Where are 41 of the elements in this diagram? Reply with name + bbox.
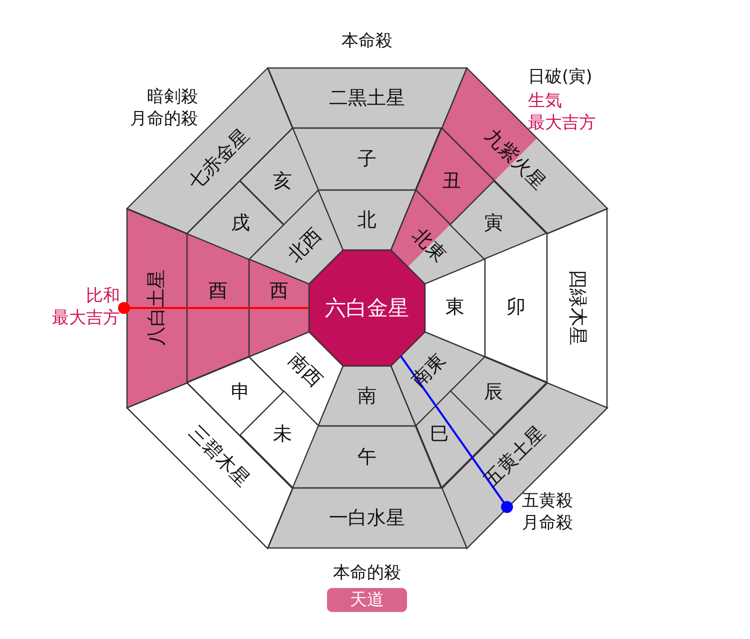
annotation-text: 日破(寅) <box>528 66 594 88</box>
direction-label: 北 <box>357 210 376 230</box>
zodiac-label: 寅 <box>484 214 503 234</box>
direction-label: 東 <box>446 298 464 318</box>
direction-label: 南西 <box>284 350 325 390</box>
zodiac-label: 未 <box>273 424 292 444</box>
zodiac-label: 巳 <box>430 424 449 444</box>
direction-label: 西 <box>270 282 288 302</box>
direction-label: 北西 <box>284 226 325 266</box>
star-name: 三碧木星 <box>184 422 252 490</box>
star-name: 二黒土星 <box>328 88 405 108</box>
annotation-text: 五黄殺月命殺 <box>522 490 573 534</box>
center-label: 六白金星 <box>325 298 409 318</box>
annotation-text: 比和最大吉方 <box>52 285 120 329</box>
annotation-text: 生気最大吉方 <box>528 90 597 134</box>
badge: 天道 <box>327 588 407 612</box>
zodiac-label: 酉 <box>208 282 228 302</box>
zodiac-cell <box>187 233 249 383</box>
annotation-text: 本命的殺 <box>332 562 402 584</box>
direction-label: 南東 <box>409 350 450 390</box>
zodiac-label: 辰 <box>484 382 503 402</box>
zodiac-label: 亥 <box>273 172 292 192</box>
star-name: 五黄土星 <box>482 422 550 490</box>
zodiac-cell <box>292 128 442 190</box>
star-name: 一白水星 <box>328 508 405 528</box>
zodiac-label: 卯 <box>506 298 526 318</box>
zodiac-label: 丑 <box>442 172 461 192</box>
annotation-text: 本命殺 <box>340 30 394 52</box>
zodiac-label: 戌 <box>231 214 250 234</box>
star-cell <box>442 68 607 234</box>
direction-cell <box>249 190 343 284</box>
zodiac-label: 子 <box>357 150 376 168</box>
star-name: 八白土星 <box>148 270 166 346</box>
direction-label: 北東 <box>409 226 450 266</box>
direction-label: 南 <box>357 386 376 406</box>
zodiac-label: 午 <box>357 448 376 466</box>
zodiac-cell <box>485 233 547 383</box>
zodiac-label: 申 <box>231 382 250 402</box>
leader-line <box>118 302 309 314</box>
star-name: 四緑木星 <box>568 270 586 346</box>
leader-line <box>400 356 513 513</box>
